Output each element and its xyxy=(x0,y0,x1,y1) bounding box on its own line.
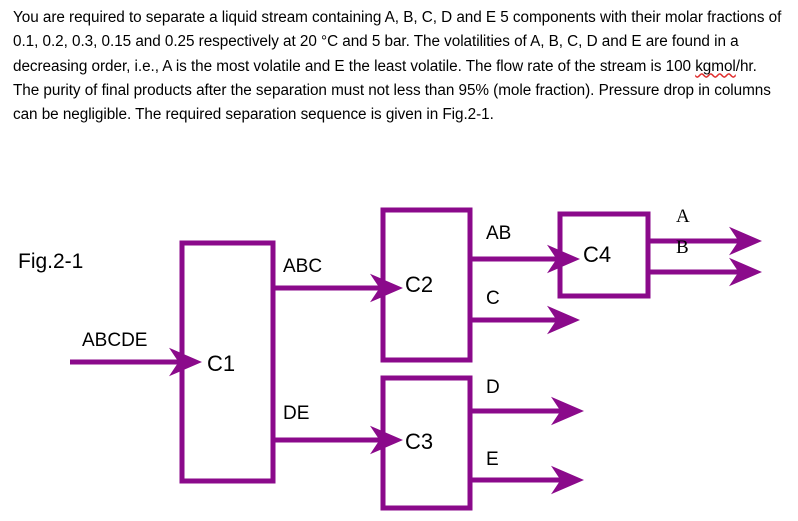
problem-line-1: You are required to separate a liquid st… xyxy=(13,9,627,26)
problem-line-6: be negligible. The required separation s… xyxy=(41,106,494,124)
stream-label-c: C xyxy=(486,288,500,309)
stream-label-a: A xyxy=(676,206,690,227)
problem-line-3: volatilities of A, B, C, D and E are fou… xyxy=(13,33,739,75)
stream-label-d: D xyxy=(486,377,500,398)
figure-caption: Fig.2-1 xyxy=(18,250,84,273)
stream-label-de: DE xyxy=(283,403,310,424)
column-label-C2: C2 xyxy=(405,272,434,297)
stream-label-ab: AB xyxy=(486,223,512,244)
problem-line-2: their molar fractions of 0.1, 0.2, 0.3, … xyxy=(13,9,782,51)
problem-line-4-part-a: E the least volatile. The flow rate of t… xyxy=(334,57,696,75)
separation-sequence-diagram: Fig.2-1 C1 C2 C3 C4 ABCDE ABC DE AB C A … xyxy=(0,176,798,521)
diagram-canvas xyxy=(70,207,762,511)
stream-label-e: E xyxy=(486,449,499,470)
column-label-C1: C1 xyxy=(207,351,236,376)
stream-label-b: B xyxy=(676,237,689,258)
problem-line-4-part-b: /hr. The purity of final products xyxy=(13,57,757,99)
column-label-C4: C4 xyxy=(583,242,612,267)
misspelled-word-kgmol: kgmol xyxy=(695,57,736,75)
problem-line-5: after the separation must not less than … xyxy=(13,81,771,124)
problem-statement-text: You are required to separate a liquid st… xyxy=(13,6,783,127)
stream-label-abc: ABC xyxy=(283,256,323,277)
stream-label-feed: ABCDE xyxy=(82,330,148,351)
column-label-C3: C3 xyxy=(405,429,434,454)
